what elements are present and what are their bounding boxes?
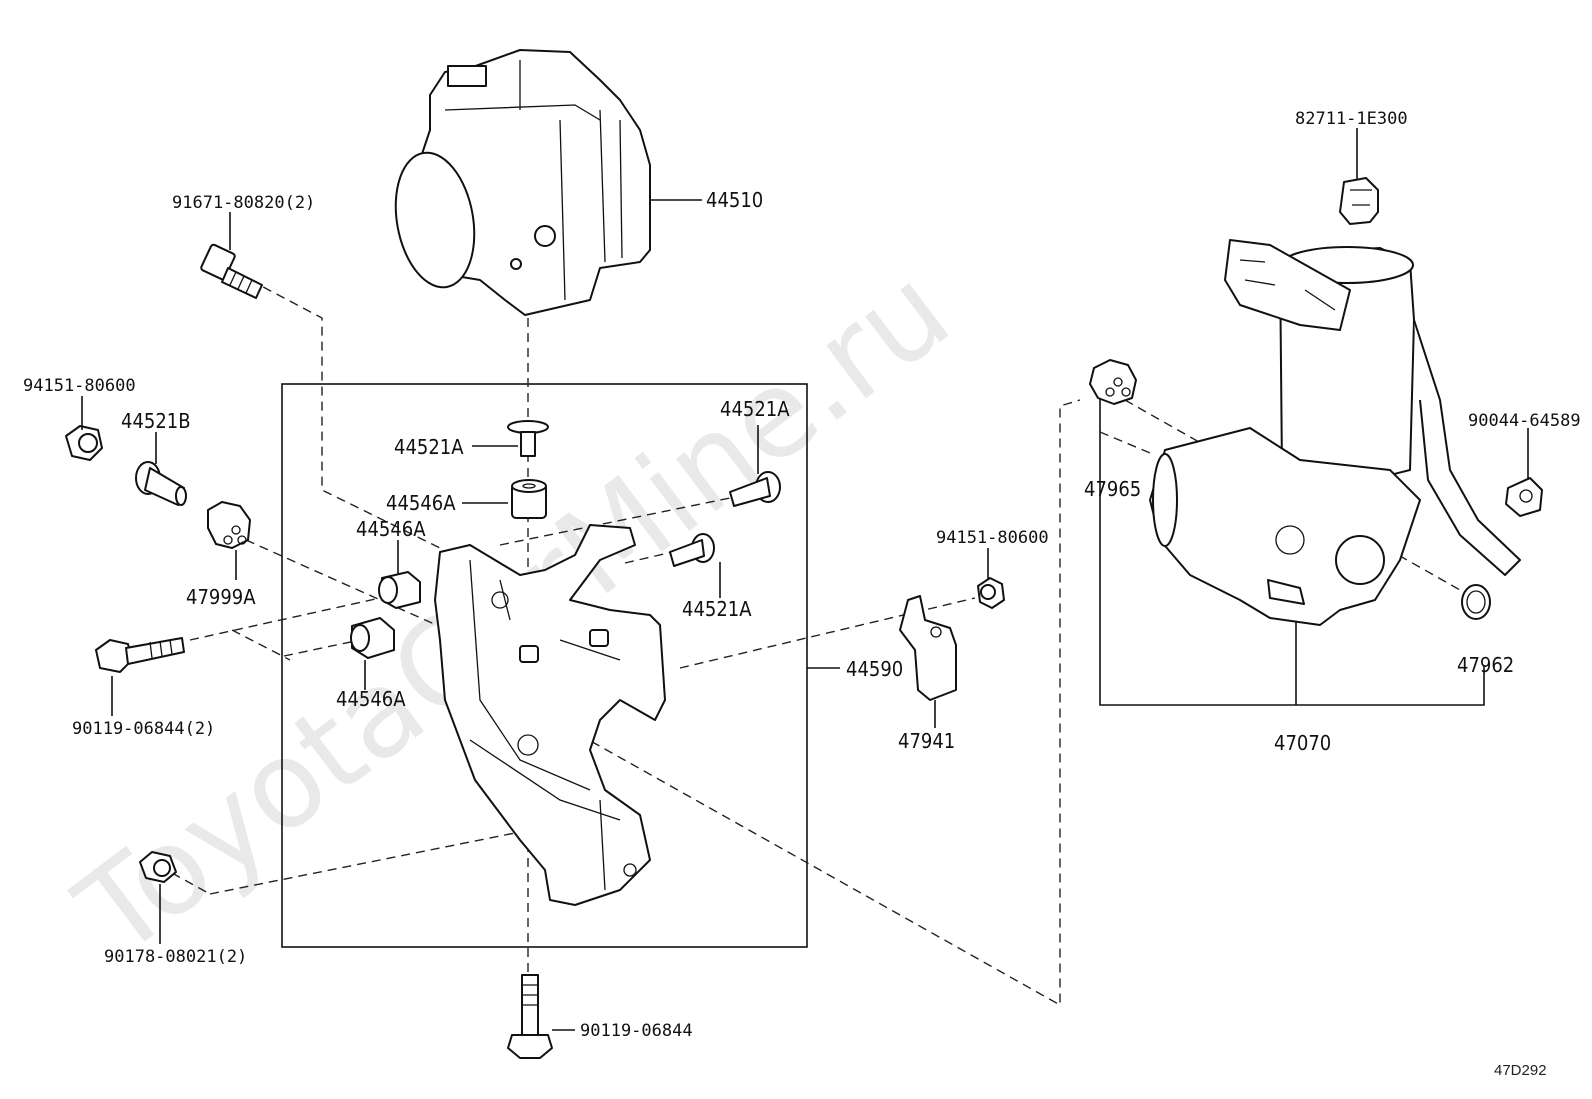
pump-assembly-bracket — [1099, 392, 1485, 706]
label-90119-left: 90119-06844(2) — [72, 719, 215, 739]
grommet-47999A — [207, 501, 251, 549]
pump-motor-assembly — [1149, 239, 1521, 626]
collar-44521B — [135, 461, 187, 506]
bolt-91671 — [200, 243, 263, 299]
assembly-lines — [171, 279, 1461, 1030]
label-82711: 82711-1E300 — [1295, 109, 1408, 129]
bracket-assembly-box — [281, 383, 808, 948]
label-44521B: 44521B — [121, 409, 191, 433]
label-94151-right: 94151-80600 — [936, 528, 1049, 548]
cushion-44546A-top — [511, 479, 547, 519]
label-91671: 91671-80820(2) — [172, 193, 315, 213]
o-ring-47962 — [1461, 584, 1491, 620]
label-44521A-right: 44521A — [720, 397, 790, 421]
label-47999A: 47999A — [186, 585, 256, 609]
label-44510: 44510 — [706, 188, 763, 212]
label-44521A-mid: 44521A — [682, 597, 752, 621]
nut-94151-left — [65, 425, 103, 461]
label-47962: 47962 — [1457, 653, 1514, 677]
label-44590: 44590 — [846, 657, 903, 681]
abs-actuator — [394, 49, 651, 316]
leader-lines — [81, 128, 1529, 1031]
label-44546A-left: 44546A — [356, 517, 426, 541]
grommet-47965 — [1089, 359, 1137, 405]
bolt-90119-left — [95, 637, 185, 673]
collar-44521A-top — [507, 420, 549, 457]
label-90044: 90044-64589 — [1468, 411, 1581, 431]
connector-82711 — [1339, 177, 1379, 225]
nut-90178 — [139, 851, 177, 883]
collar-44521A-right — [729, 471, 781, 507]
label-90119-bottom: 90119-06844 — [580, 1021, 693, 1041]
bolt-90119-bottom — [507, 974, 553, 1059]
label-47965: 47965 — [1084, 477, 1141, 501]
collar-44521A-mid — [669, 533, 715, 567]
label-44546A-top: 44546A — [386, 491, 456, 515]
label-94151-left: 94151-80600 — [23, 376, 136, 396]
clamp-90044 — [1505, 477, 1543, 517]
mounting-bracket — [434, 524, 666, 906]
nut-94151-right — [977, 577, 1005, 609]
label-47941: 47941 — [898, 729, 955, 753]
diagram-reference: 47D292 — [1494, 1062, 1547, 1079]
label-90178: 90178-08021(2) — [104, 947, 247, 967]
cushion-44546A-bottom — [350, 617, 395, 659]
label-44546A-bottom: 44546A — [336, 687, 406, 711]
bracket-47941 — [899, 595, 957, 701]
part-labels: 44510 91671-80820(2) 94151-80600 44521B … — [23, 109, 1581, 1079]
cushion-44546A-left — [378, 571, 421, 609]
label-47070: 47070 — [1274, 731, 1331, 755]
label-44521A-top: 44521A — [394, 435, 464, 459]
